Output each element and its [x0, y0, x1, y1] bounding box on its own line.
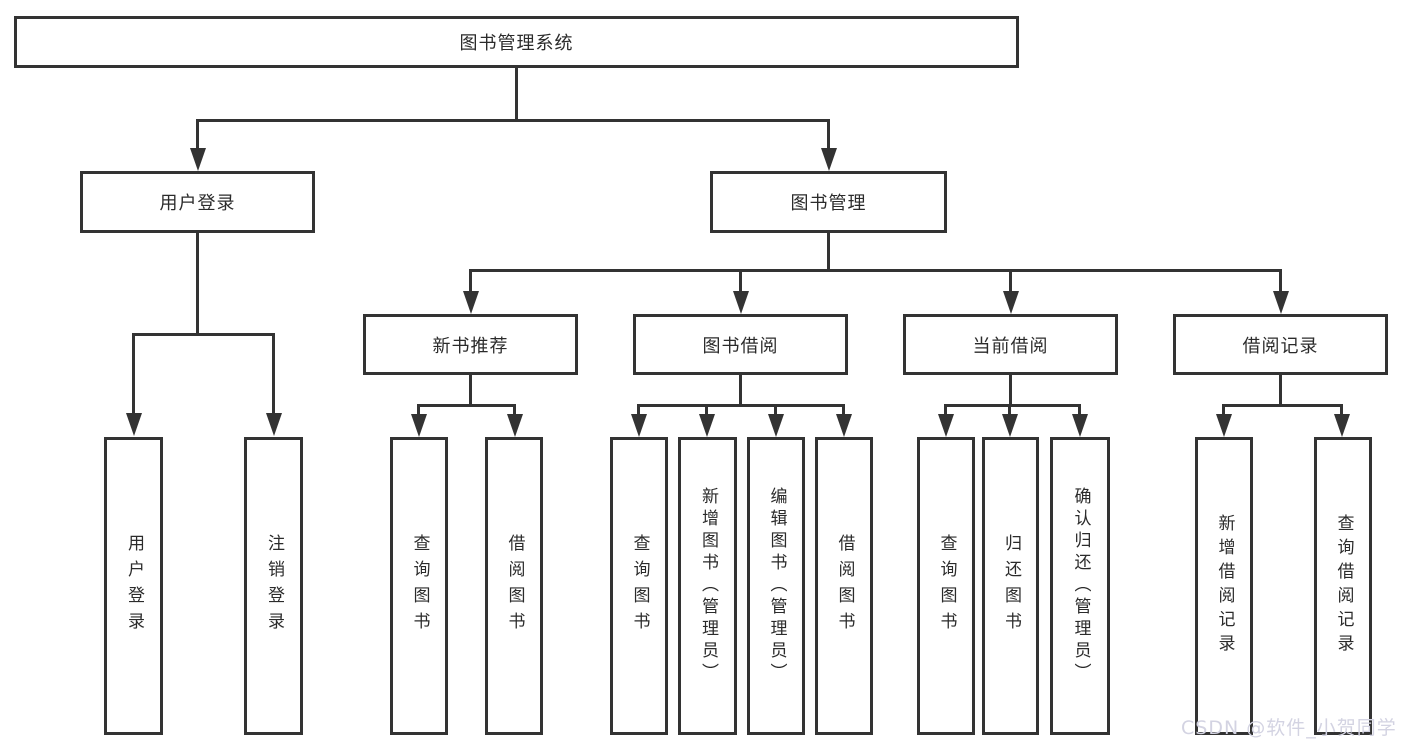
connector-line	[272, 333, 275, 413]
connector-line	[513, 404, 516, 416]
connector-line	[196, 233, 199, 336]
connector-line	[842, 404, 845, 416]
node-label: 查询图书	[409, 534, 430, 638]
node-label: 新增借阅记录	[1214, 514, 1235, 658]
node-label: 用户登录	[159, 193, 236, 214]
arrow-down-icon	[1002, 414, 1018, 437]
node-label: 借阅图书	[504, 534, 525, 638]
node-label: 用户登录	[124, 534, 144, 638]
node-leaf-user-login: 用户登录	[104, 437, 163, 735]
node-label: 借阅记录	[1242, 335, 1319, 357]
arrow-down-icon	[768, 414, 784, 437]
connector-line	[1078, 404, 1081, 416]
connector-line	[739, 375, 742, 407]
connector-line	[637, 404, 845, 407]
connector-line	[944, 404, 947, 416]
connector-line	[469, 269, 1282, 272]
node-book-management: 图书管理	[710, 171, 947, 233]
node-current-borrowing: 当前借阅	[903, 314, 1118, 375]
node-leaf-query-books-recommend: 查询图书	[390, 437, 448, 735]
node-leaf-borrow-books-borrow: 借阅图书	[815, 437, 873, 735]
arrow-down-icon	[1273, 291, 1289, 314]
node-root-library-system: 图书管理系统	[14, 16, 1019, 68]
node-label: 图书管理系统	[459, 33, 574, 54]
connector-line	[1279, 375, 1282, 407]
arrow-down-icon	[190, 148, 206, 171]
connector-line	[637, 404, 640, 416]
arrow-down-icon	[507, 414, 523, 437]
connector-line	[1340, 404, 1343, 416]
connector-line	[1279, 269, 1282, 292]
node-label: 查询借阅记录	[1333, 514, 1354, 658]
connector-line	[196, 119, 199, 148]
arrow-down-icon	[266, 413, 282, 436]
connector-line	[827, 233, 830, 272]
arrow-down-icon	[1334, 414, 1350, 437]
connector-line	[132, 333, 275, 336]
arrow-down-icon	[938, 414, 954, 437]
connector-line	[417, 404, 516, 407]
node-label: 当前借阅	[972, 335, 1049, 357]
connector-line	[515, 67, 518, 122]
node-leaf-logout: 注销登录	[244, 437, 303, 735]
connector-line	[739, 269, 742, 292]
node-leaf-return-books: 归还图书	[982, 437, 1039, 735]
node-label: 确认归还（管理员）	[1070, 487, 1091, 685]
node-user-login: 用户登录	[80, 171, 315, 233]
arrow-down-icon	[699, 414, 715, 437]
node-label: 图书借阅	[702, 335, 779, 357]
connector-line	[1009, 269, 1012, 292]
connector-line	[132, 333, 135, 413]
node-leaf-query-borrow-record: 查询借阅记录	[1314, 437, 1372, 735]
arrow-down-icon	[821, 148, 837, 171]
node-leaf-add-books-admin: 新增图书（管理员）	[678, 437, 737, 735]
connector-line	[774, 404, 777, 416]
node-label: 查询图书	[936, 534, 957, 638]
csdn-watermark: CSDN @软件_小贺同学	[1181, 717, 1397, 739]
connector-line	[944, 404, 1081, 407]
arrow-down-icon	[836, 414, 852, 437]
node-leaf-edit-books-admin: 编辑图书（管理员）	[747, 437, 805, 735]
node-new-book-recommend: 新书推荐	[363, 314, 578, 375]
node-label: 借阅图书	[834, 534, 855, 638]
arrow-down-icon	[631, 414, 647, 437]
connector-line	[1222, 404, 1343, 407]
node-label: 编辑图书（管理员）	[766, 487, 787, 685]
node-leaf-add-borrow-record: 新增借阅记录	[1195, 437, 1253, 735]
node-leaf-confirm-return-admin: 确认归还（管理员）	[1050, 437, 1110, 735]
connector-line	[196, 119, 830, 122]
arrow-down-icon	[411, 414, 427, 437]
connector-line	[469, 269, 472, 292]
arrow-down-icon	[126, 413, 142, 436]
node-leaf-query-books-borrow: 查询图书	[610, 437, 668, 735]
arrow-down-icon	[733, 291, 749, 314]
node-book-borrowing: 图书借阅	[633, 314, 848, 375]
node-label: 查询图书	[629, 534, 650, 638]
connector-line	[705, 404, 708, 416]
node-leaf-query-books-current: 查询图书	[917, 437, 975, 735]
connector-line	[1222, 404, 1225, 416]
connector-line	[1008, 404, 1011, 416]
arrow-down-icon	[1003, 291, 1019, 314]
node-label: 新增图书（管理员）	[698, 487, 718, 685]
connector-line	[1009, 375, 1012, 407]
node-label: 新书推荐	[432, 335, 509, 357]
connector-line	[827, 119, 830, 148]
node-label: 归还图书	[1001, 534, 1021, 638]
node-label: 图书管理	[790, 193, 867, 214]
node-label: 注销登录	[264, 534, 284, 638]
arrow-down-icon	[1072, 414, 1088, 437]
node-borrowing-records: 借阅记录	[1173, 314, 1388, 375]
connector-line	[417, 404, 420, 416]
arrow-down-icon	[1216, 414, 1232, 437]
arrow-down-icon	[463, 291, 479, 314]
connector-line	[469, 375, 472, 407]
node-leaf-borrow-books-recommend: 借阅图书	[485, 437, 543, 735]
